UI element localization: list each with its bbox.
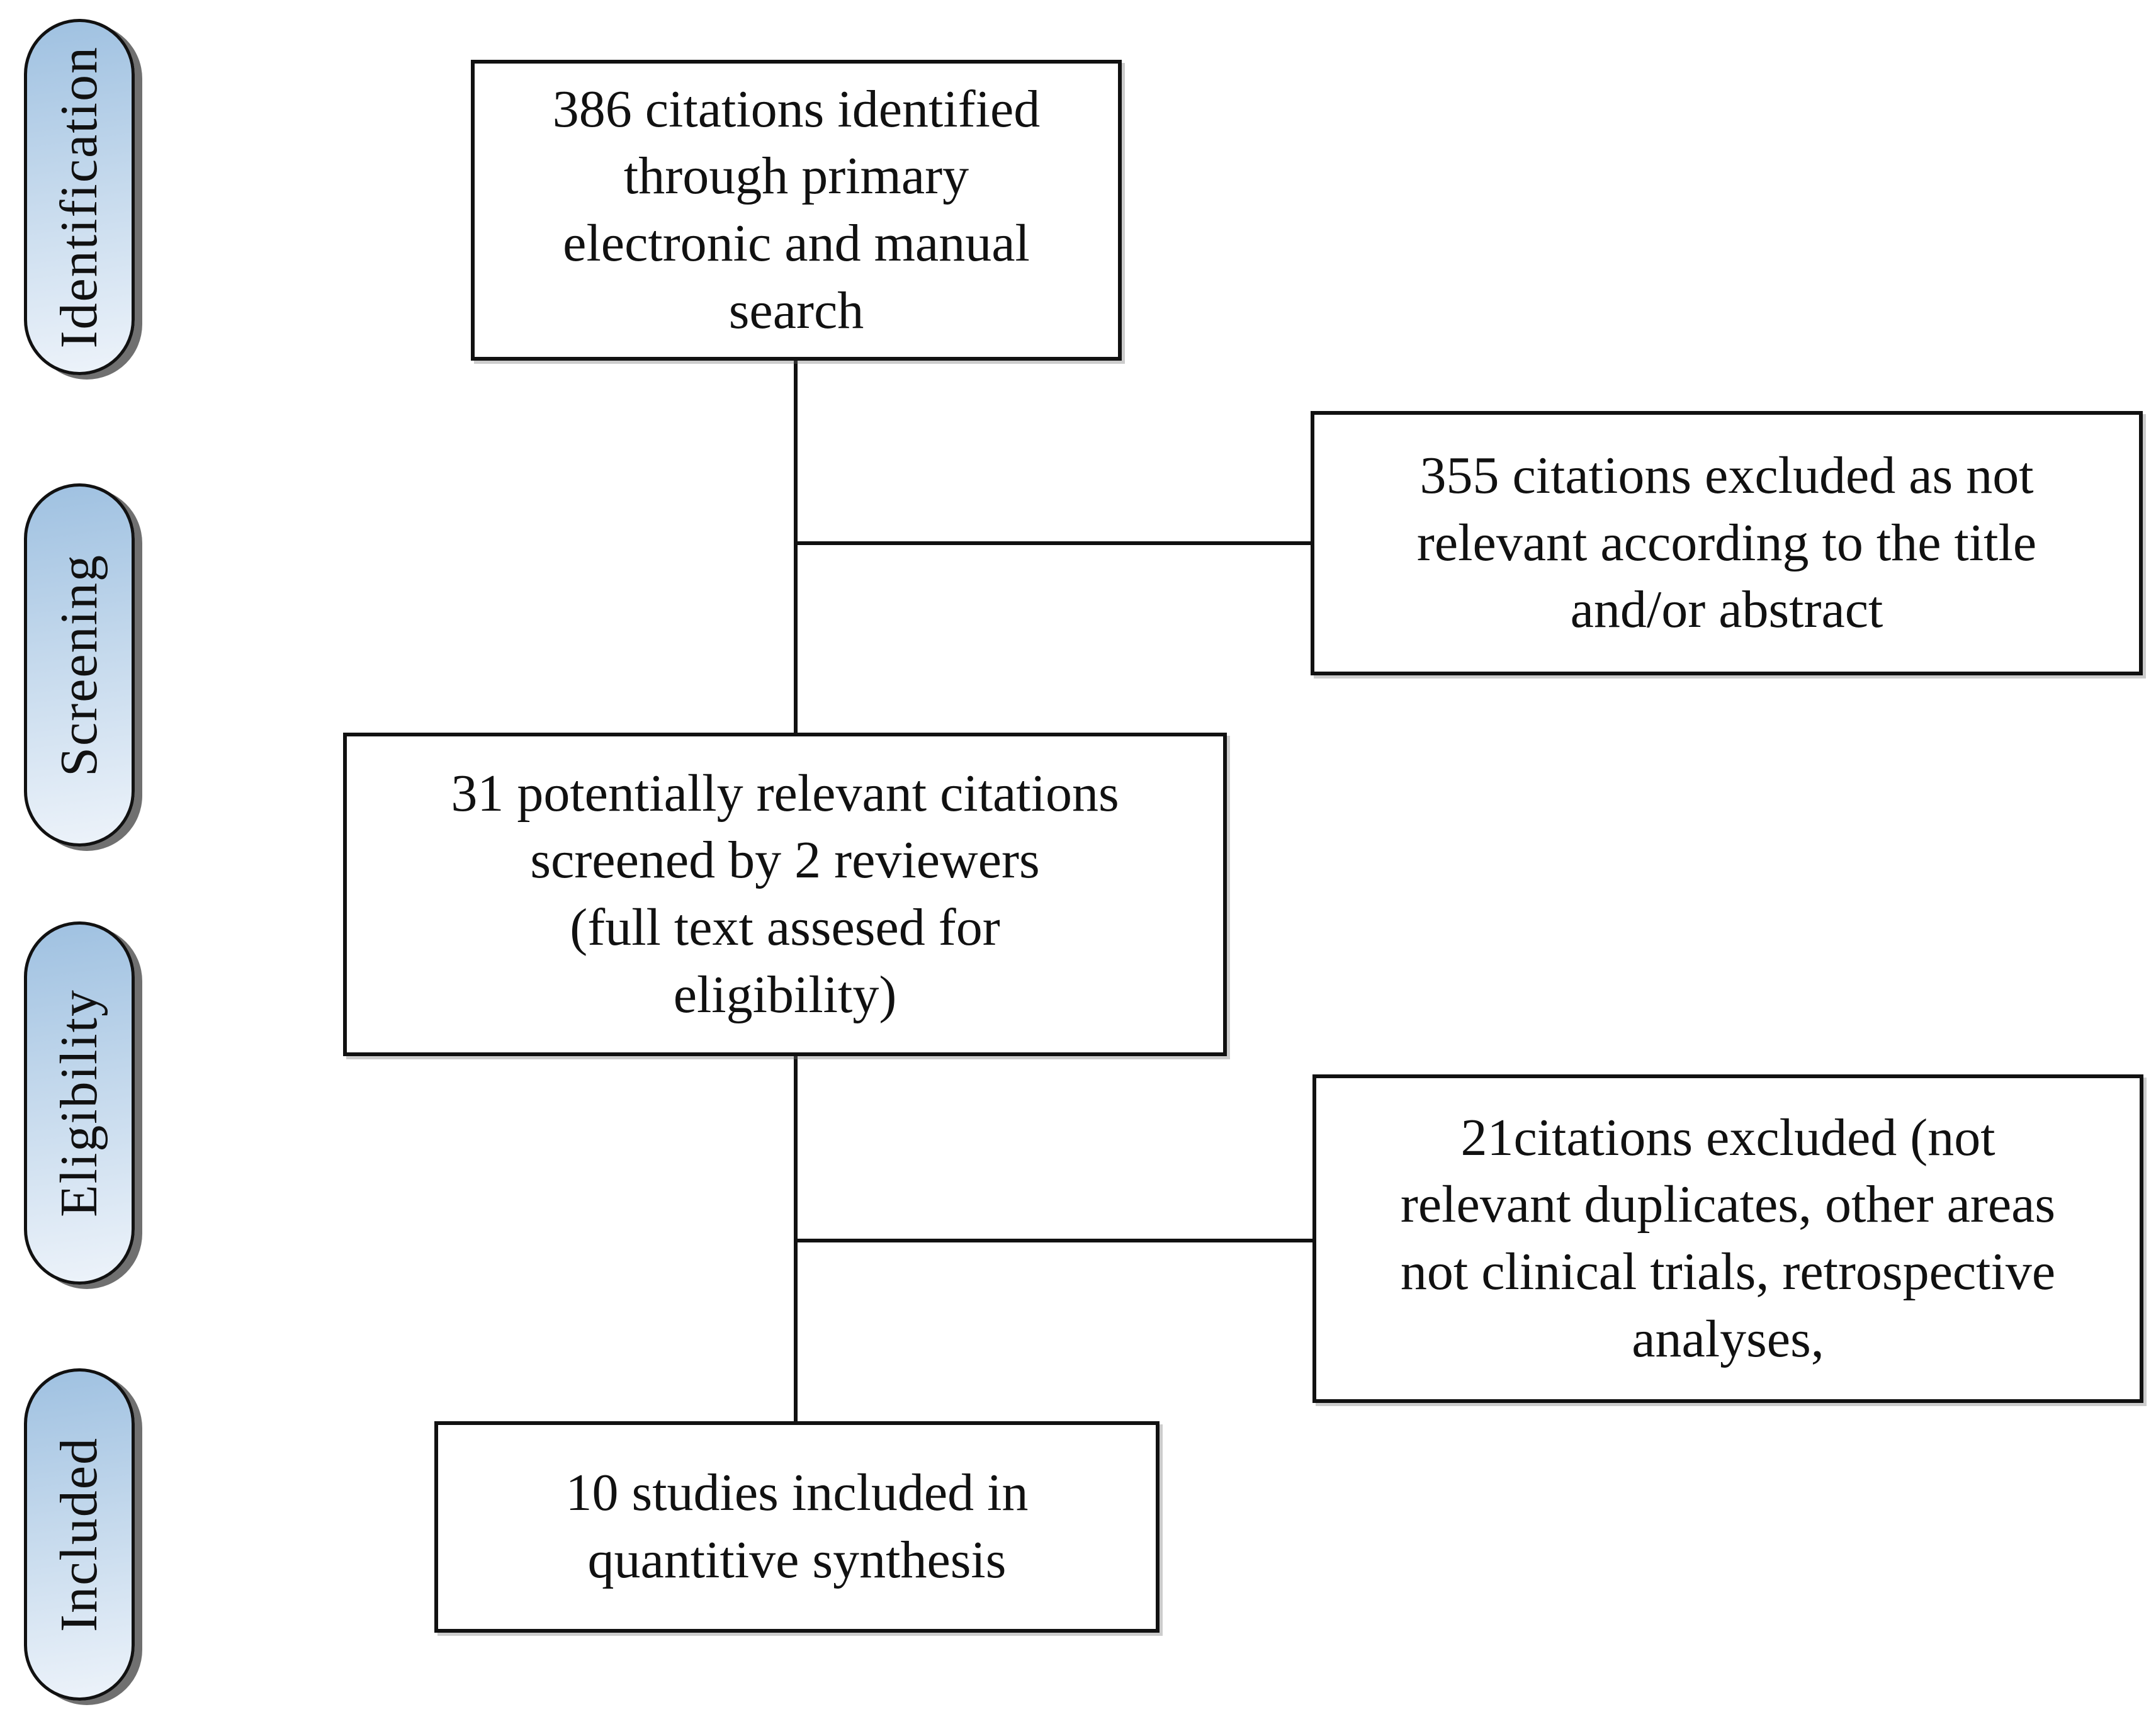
- flow-box-citations-screened-text: 31 potentially relevant citations screen…: [451, 763, 1119, 1024]
- flow-box-excluded-title-abstract-text: 355 citations excluded as not relevant a…: [1416, 446, 2037, 639]
- flow-box-studies-included: 10 studies included in quantitive synthe…: [434, 1421, 1160, 1633]
- stage-pill-eligibility: Eligibility: [24, 921, 135, 1285]
- flow-box-excluded-full-text: 21citations excluded (not relevant dupli…: [1312, 1074, 2143, 1403]
- stage-label-included: Included: [50, 1437, 108, 1632]
- connector-identified-to-screened: [794, 361, 798, 733]
- flow-box-citations-identified-text: 386 citations identified through primary…: [552, 79, 1041, 340]
- stage-label-screening: Screening: [50, 553, 108, 777]
- stage-pill-included: Included: [24, 1368, 135, 1701]
- flow-box-excluded-title-abstract: 355 citations excluded as not relevant a…: [1311, 411, 2143, 675]
- stage-label-identification: Identification: [50, 45, 108, 349]
- flow-box-excluded-full-text-text: 21citations excluded (not relevant dupli…: [1400, 1108, 2056, 1368]
- stage-label-eligibility: Eligibility: [50, 989, 108, 1217]
- stage-pill-screening: Screening: [24, 483, 135, 847]
- flow-box-citations-identified: 386 citations identified through primary…: [471, 60, 1122, 361]
- connector-branch-excluded-title: [794, 541, 1311, 545]
- stage-pill-identification: Identification: [24, 19, 135, 375]
- flow-box-citations-screened: 31 potentially relevant citations screen…: [343, 733, 1227, 1056]
- connector-branch-excluded-fulltext: [794, 1239, 1312, 1242]
- flow-box-studies-included-text: 10 studies included in quantitive synthe…: [565, 1463, 1029, 1589]
